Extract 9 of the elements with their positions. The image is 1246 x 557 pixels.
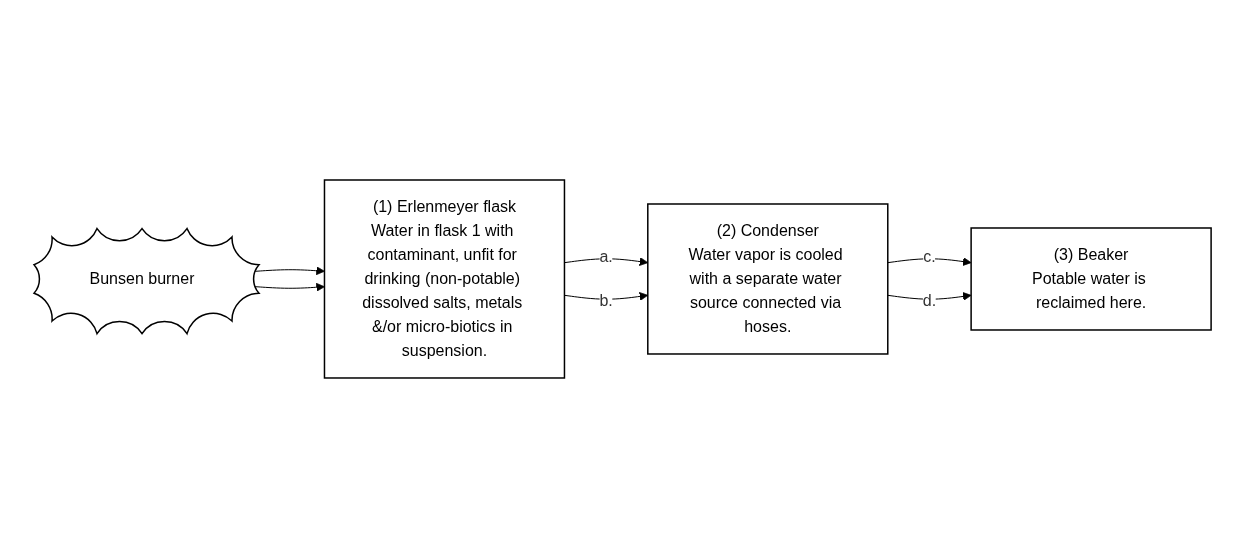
edge-label: b. [599,291,614,309]
node-box: (2) Condenser Water vapor is cooled with a separate water source connected via hoses. [647,202,889,355]
edge-label: d. [923,291,937,309]
arrow [564,291,649,301]
edge-label: a. [599,247,614,265]
arrow [564,256,649,266]
node-box: (3) Beaker Potable water is reclaimed here. [970,226,1213,331]
edge-label: c. [923,247,937,265]
node-box: (1) Erlenmeyer flask Water in flask 1 with contaminant, unfit for drinking (non-potable) dissolved salts, metals &/or micro-biotics in suspension. [324,178,566,379]
